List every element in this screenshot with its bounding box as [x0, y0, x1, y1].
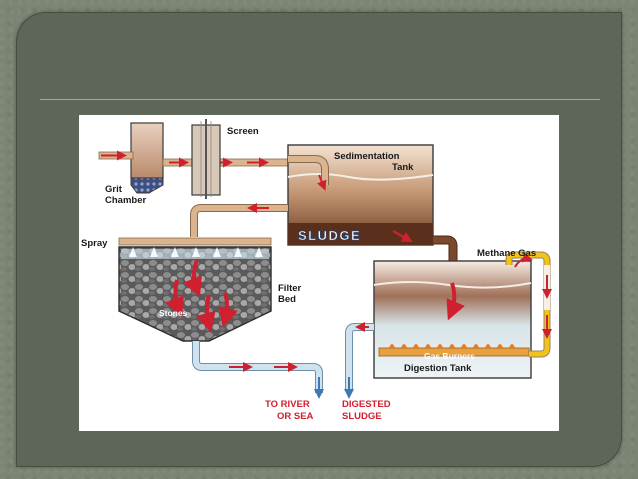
screen-label: Screen [227, 126, 259, 137]
stones-label: Stones [159, 308, 188, 318]
sedimentation-tank-label-1: Sedimentation [334, 151, 400, 162]
grit-chamber-label-2: Chamber [105, 195, 146, 206]
flow-arrow [514, 252, 533, 268]
spray-label: Spray [81, 238, 108, 249]
diagram-svg: Screen Sedimentation Tank Grit Chamber S… [81, 119, 552, 422]
sludge-layer [288, 223, 433, 245]
title-divider [40, 99, 600, 100]
digestion-tank-label: Digestion Tank [404, 363, 472, 374]
to-river-label-1: TO RIVER [265, 399, 310, 410]
flow-arrow [392, 230, 413, 243]
to-river-label-2: OR SEA [277, 411, 314, 422]
digested-sludge-label-1: DIGESTED [342, 399, 391, 410]
sedimentation-to-spray-pipe [190, 204, 288, 237]
filter-bed-label-2: Bed [278, 294, 296, 305]
filter-flow-arrows [165, 259, 238, 333]
flow-arrow [317, 174, 327, 191]
grit-chamber-label-1: Grit [105, 184, 123, 195]
spray-bar [118, 237, 272, 246]
digested-sludge-label-2: SLUDGE [342, 411, 382, 422]
gas-burners-label: Gas Burners [424, 351, 475, 361]
filter-bed-label-1: Filter [278, 283, 302, 294]
sedimentation-tank-label-2: Tank [392, 162, 414, 173]
grit-chamber [130, 122, 164, 194]
screen [191, 119, 221, 199]
methane-gas-label: Methane Gas [477, 248, 536, 259]
sludge-label: SLUDGE [298, 228, 361, 243]
burner-flames [389, 344, 515, 348]
digested-sludge-pipe [345, 323, 374, 391]
sewage-treatment-diagram: Screen Sedimentation Tank Grit Chamber S… [79, 115, 559, 431]
spray-jets [129, 247, 263, 257]
digestion-flow-arrow [446, 282, 465, 321]
